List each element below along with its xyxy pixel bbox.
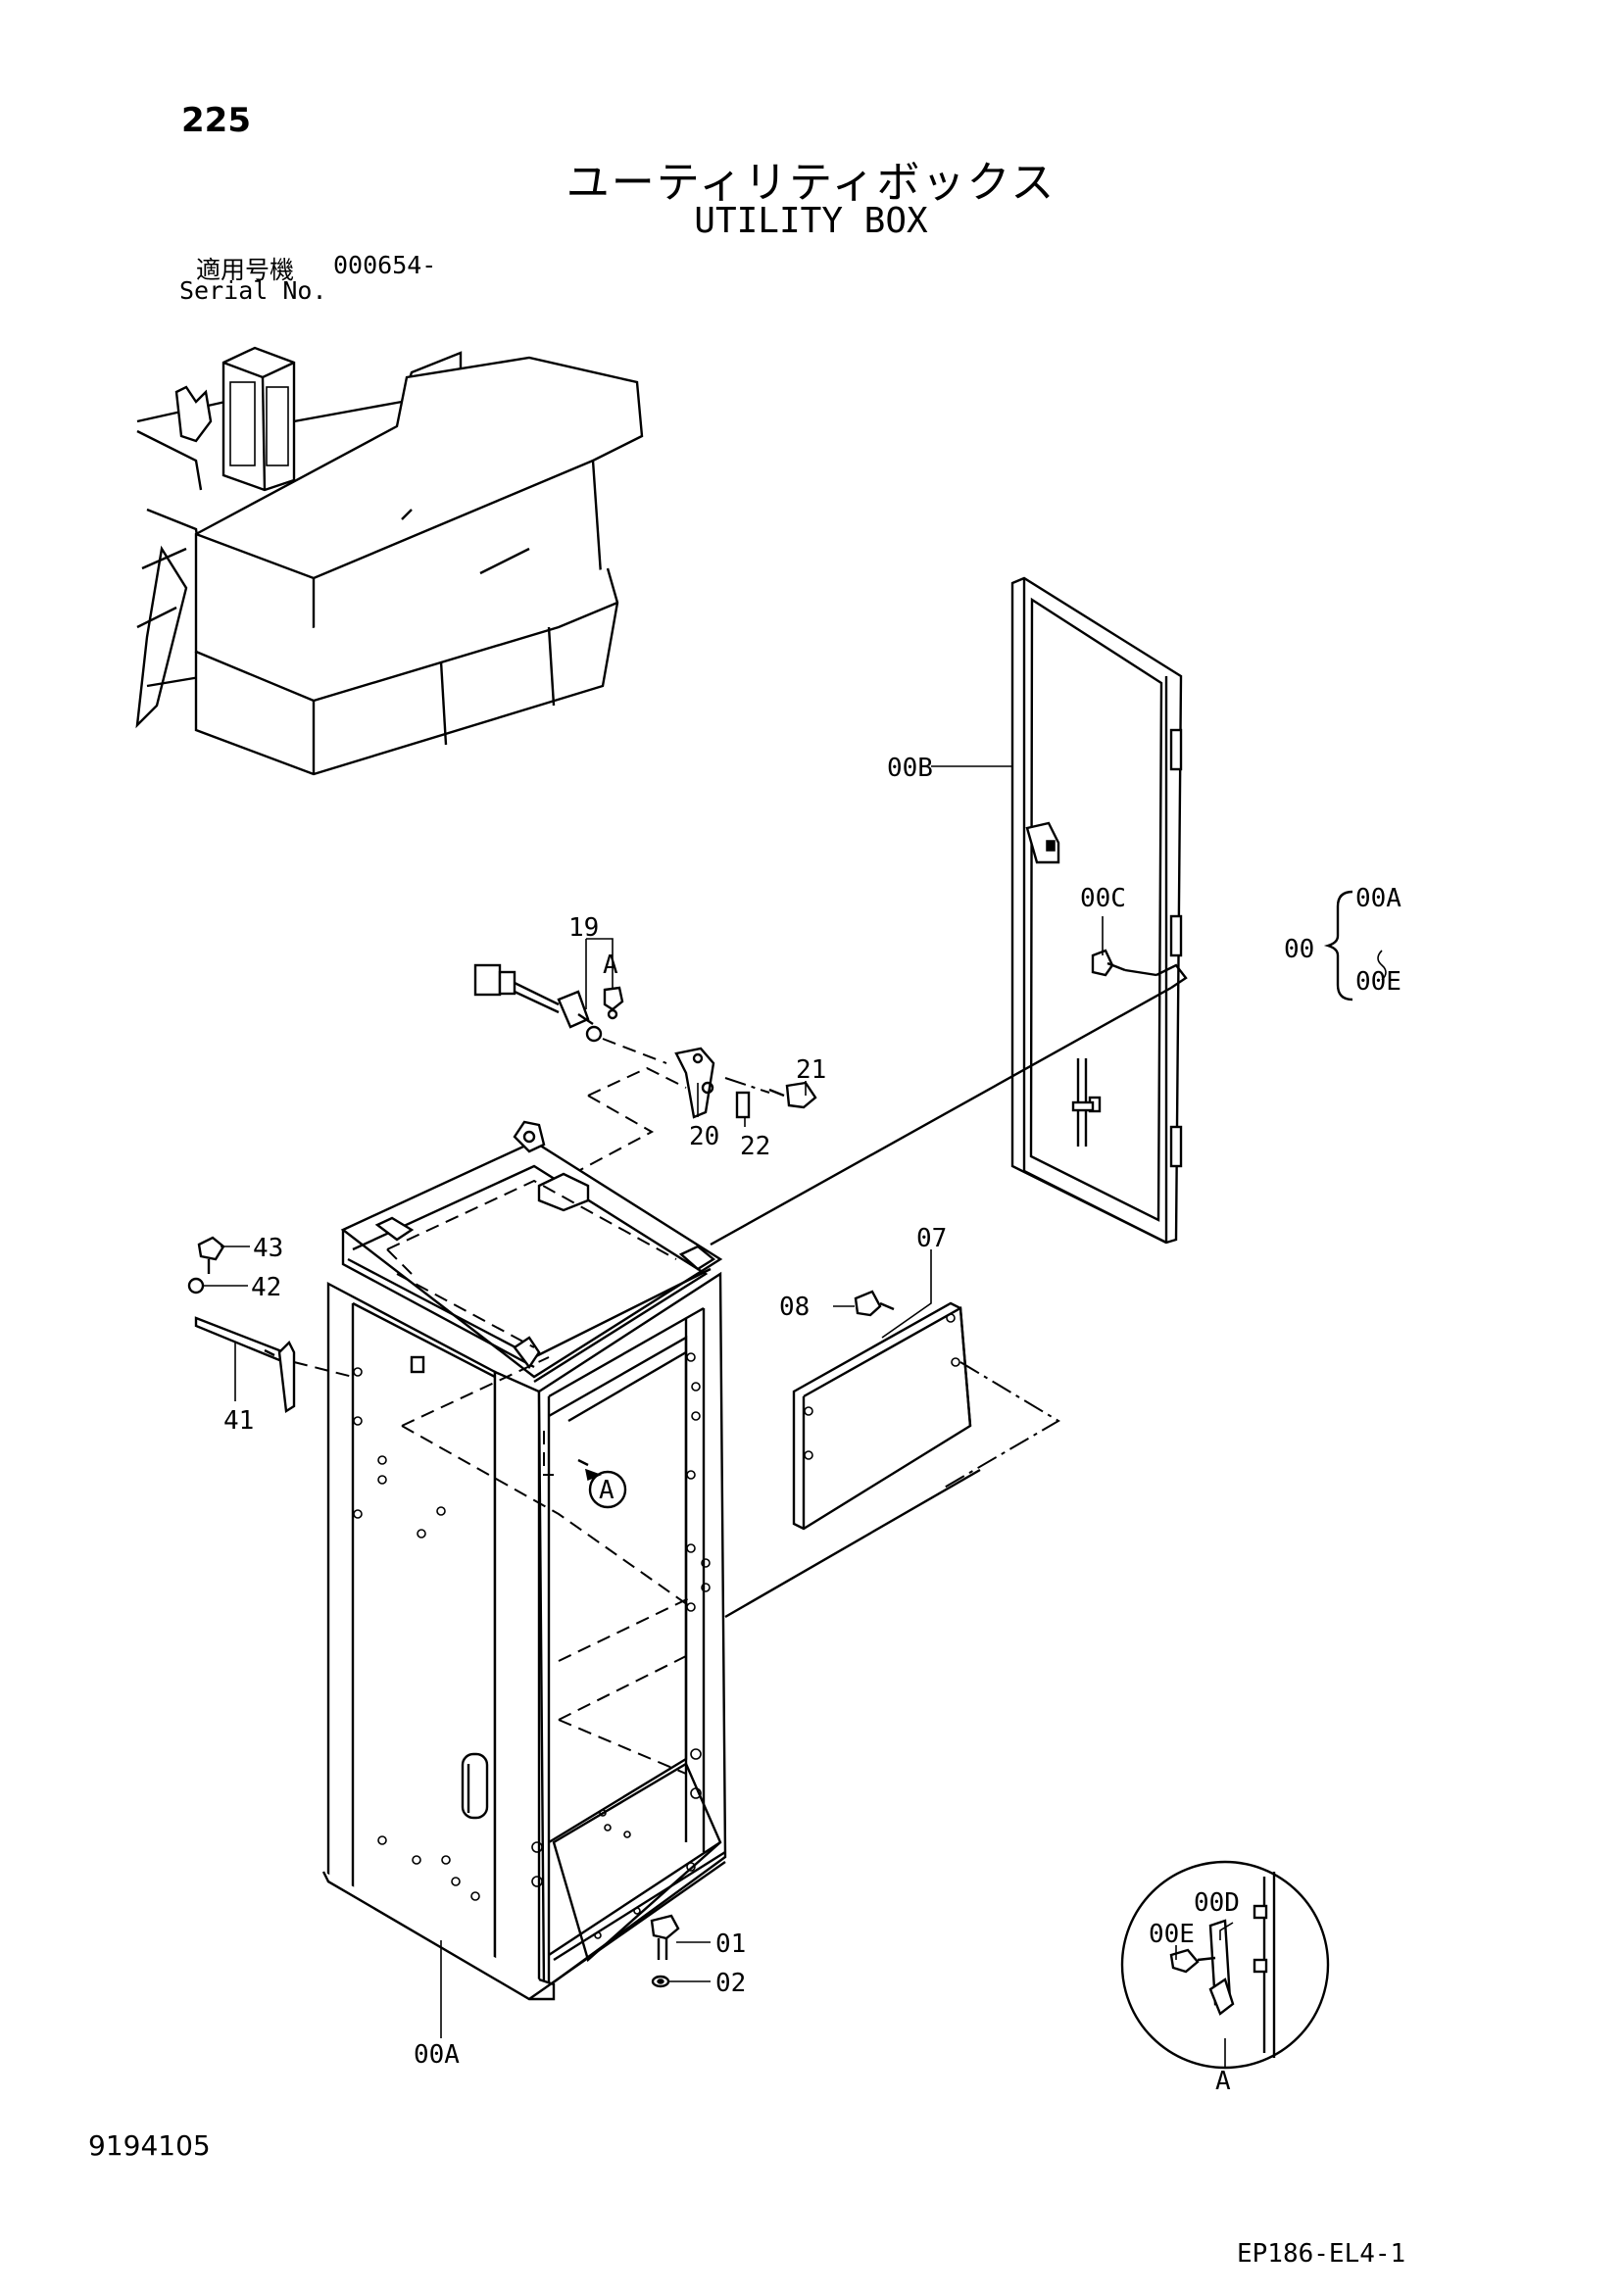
callout-42: 42 bbox=[251, 1273, 281, 1302]
callout-00B: 00B bbox=[887, 754, 933, 783]
leader-lines bbox=[204, 765, 1234, 2068]
door-leader-zigzag bbox=[1155, 963, 1188, 989]
callout-07: 07 bbox=[916, 1224, 947, 1253]
callout-22: 22 bbox=[740, 1132, 770, 1161]
bolt-00C bbox=[1091, 949, 1157, 977]
callout-01: 01 bbox=[715, 1930, 746, 1959]
cover-panel-07 bbox=[792, 1301, 1060, 1531]
callout-00A-range-start: 00A bbox=[1355, 884, 1401, 913]
document-number: 9194105 bbox=[88, 2129, 211, 2162]
callout-00E-range-end: 00E bbox=[1355, 967, 1401, 997]
callout-21: 21 bbox=[796, 1055, 826, 1085]
door-assembly-line bbox=[710, 986, 1172, 1246]
callout-A-bolt: A bbox=[603, 951, 618, 980]
serial-label-english: Serial No. bbox=[179, 276, 327, 305]
title-japanese: ユーティリティボックス bbox=[565, 158, 1057, 208]
detail-label-A: A bbox=[1215, 2067, 1231, 2096]
range-brace bbox=[1323, 890, 1353, 1001]
rod-assembly bbox=[187, 1236, 354, 1414]
callout-41: 41 bbox=[223, 1406, 254, 1436]
callout-00A: 00A bbox=[414, 2040, 460, 2070]
callout-08: 08 bbox=[779, 1293, 810, 1322]
serial-number-value: 000654- bbox=[333, 251, 437, 279]
callout-43: 43 bbox=[253, 1234, 283, 1263]
callout-00: 00 bbox=[1284, 935, 1314, 964]
callout-02: 02 bbox=[715, 1969, 746, 1998]
detail-a-marker bbox=[577, 1458, 627, 1509]
callout-00C: 00C bbox=[1080, 884, 1126, 913]
title-english: UTILITY BOX bbox=[694, 201, 928, 241]
detail-callout-00E: 00E bbox=[1149, 1920, 1195, 1949]
detail-a-view bbox=[1120, 1860, 1330, 2070]
door-panel bbox=[1010, 576, 1183, 1245]
bolt-08 bbox=[854, 1290, 895, 1317]
utility-box-body bbox=[321, 1120, 727, 2001]
machine-overview-illustration bbox=[135, 346, 644, 776]
callout-19: 19 bbox=[568, 913, 599, 943]
switch-assembly bbox=[473, 963, 817, 1172]
detail-callout-00D: 00D bbox=[1194, 1888, 1240, 1918]
callout-20: 20 bbox=[689, 1122, 719, 1151]
serial-label-japanese: 適用号機 bbox=[196, 256, 295, 284]
figure-code: EP186-EL4-1 bbox=[1237, 2239, 1406, 2269]
callout-A-circle: A bbox=[599, 1476, 614, 1505]
page-number: 225 bbox=[181, 101, 251, 140]
range-tilde bbox=[1377, 950, 1387, 981]
bolt-01 bbox=[650, 1914, 680, 1960]
panel-assembly-line bbox=[724, 1468, 981, 1619]
